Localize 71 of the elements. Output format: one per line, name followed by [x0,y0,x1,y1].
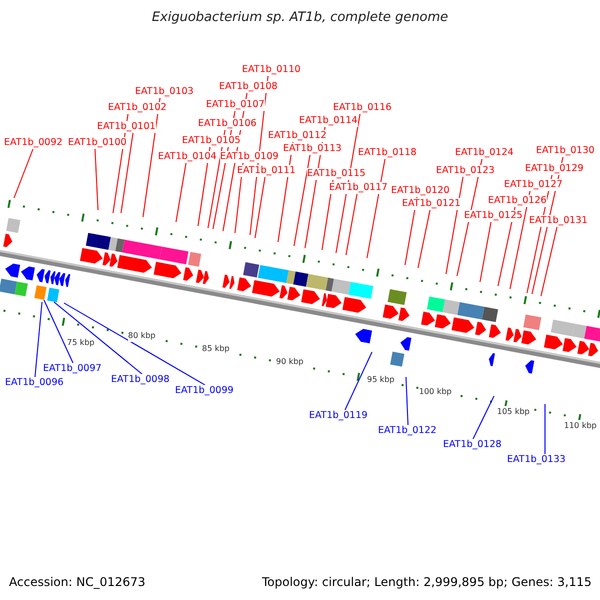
gene-label: EAT1b_0124 [455,147,514,159]
accession-text: Accession: NC_012673 [9,576,146,588]
leader-line [44,300,74,364]
gene-label: EAT1b_0125 [464,210,523,222]
gene-label: EAT1b_0097 [43,363,102,375]
gene-label: EAT1b_0098 [111,374,170,386]
scale-label: 110 kbp [564,420,597,432]
gene-label: EAT1b_0115 [307,168,366,180]
scale-label: 100 kbp [419,386,452,398]
scale-label: 105 kbp [497,406,530,418]
leader-line [142,98,160,218]
gene-label: EAT1b_0126 [488,195,547,207]
leader-line [480,222,492,282]
gene-label: EAT1b_0117 [329,182,388,194]
gene-label: EAT1b_0110 [242,64,301,76]
gene-label: EAT1b_0107 [206,99,265,111]
leader-line [64,302,206,386]
scale-label: 90 kbp [276,356,304,368]
gene-label: EAT1b_0122 [378,425,437,437]
scale-label: 80 kbp [128,330,156,342]
leader-line [406,376,408,426]
gene-label: EAT1b_0118 [358,147,417,159]
gene-label: EAT1b_0092 [4,137,63,149]
gene-label: EAT1b_0102 [108,102,167,114]
gene-label: EAT1b_0111 [237,165,296,177]
gene-label: EAT1b_0103 [135,86,194,98]
gene-label: EAT1b_0129 [525,163,584,175]
gene-label: EAT1b_0128 [443,439,502,451]
gene-label: EAT1b_0106 [198,118,257,130]
gene-label: EAT1b_0101 [97,121,156,133]
leader-line [34,302,42,378]
leader-line [294,154,310,246]
leader-line [510,190,530,290]
leader-line [14,148,34,198]
leader-line [344,352,372,410]
leader-line [418,210,430,268]
leader-line [544,404,546,454]
gene-label: EAT1b_0127 [504,179,563,191]
genome-summary-text: Topology: circular; Length: 2,999,895 bp; Genes: 3,115 [262,576,592,588]
gene-label: EAT1b_0131 [529,215,588,227]
gene-label: EAT1b_0100 [68,137,127,149]
gene-label: EAT1b_0112 [268,130,327,142]
leader-line [472,396,494,440]
gene-label: EAT1b_0116 [333,102,392,114]
gene-label: EAT1b_0108 [219,81,278,93]
leader-line [120,132,134,214]
gene-label: EAT1b_0105 [182,135,241,147]
leader-line [366,158,386,258]
gene-label: EAT1b_0099 [175,385,234,397]
gene-label: EAT1b_0109 [220,151,279,163]
gene-label: EAT1b_0130 [536,145,595,157]
gene-label: EAT1b_0120 [391,185,450,197]
leader-line [346,194,358,256]
scale-label: 85 kbp [202,343,230,355]
leader-line [254,176,266,238]
title: Exiguobacterium sp. AT1b, complete genome [152,10,448,25]
leader-line [54,302,142,374]
leader-line [540,226,558,296]
gene-label: EAT1b_0133 [507,454,566,466]
gene-label: EAT1b_0113 [283,143,342,155]
gene-label: EAT1b_0123 [436,165,495,177]
gene-label: EAT1b_0096 [5,377,64,389]
gene-label: EAT1b_0114 [299,115,358,127]
gene-label: EAT1b_0121 [402,198,461,210]
leader-line [94,148,98,210]
gene-label: EAT1b_0119 [309,410,368,422]
scale-label: 95 kbp [367,374,395,386]
leader-line [176,162,186,222]
scale-label: 75 kbp [67,337,95,349]
gene-label: EAT1b_0104 [158,151,217,163]
leader-line [446,176,464,274]
